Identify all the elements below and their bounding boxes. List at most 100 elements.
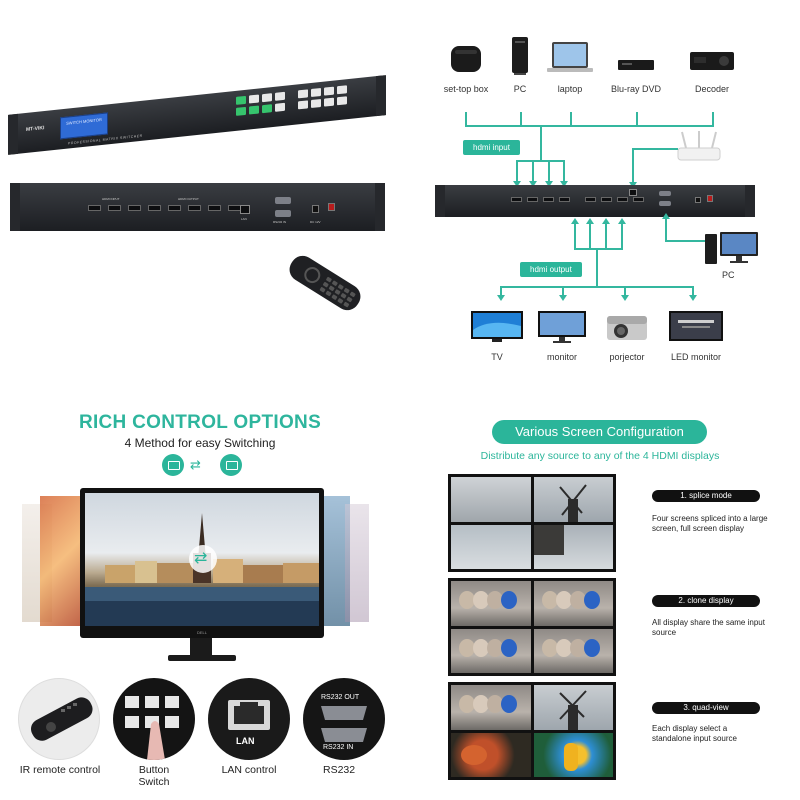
splice-mode-preview: [448, 474, 616, 572]
lcd-display: SWITCH MONITOR: [60, 112, 108, 140]
projector-icon: [607, 316, 647, 340]
led-monitor-icon: [669, 311, 723, 341]
quad-cell: [451, 732, 531, 777]
wire: [465, 125, 714, 127]
dc-power-jack: [695, 197, 701, 203]
bird-icon: [541, 638, 558, 657]
monitor-display: ⇄ DELL: [80, 488, 324, 638]
rs232-circle: RS232 OUT RS232 IN: [303, 678, 385, 760]
power-switch: [328, 203, 335, 211]
hdmi-out-port: [585, 197, 596, 202]
swap-arrows-icon: ⇄: [190, 457, 201, 472]
hdmi-in-port: [148, 205, 161, 211]
output-button-pad: [298, 85, 347, 110]
clone-cell: [451, 581, 531, 626]
bird-icon: [555, 591, 572, 609]
pc-label: PC: [722, 270, 735, 280]
swap-overlay-icon: ⇄: [189, 545, 217, 573]
monitor-icon: [220, 454, 242, 476]
source-label: laptop: [557, 84, 583, 94]
wire: [692, 286, 694, 296]
hdmi-in-port: [527, 197, 538, 202]
ghost-image-left: [40, 496, 80, 626]
wire: [621, 223, 623, 249]
screen-config-title: Various Screen Configuration: [492, 420, 707, 444]
ir-remote-icon: [30, 697, 93, 741]
arrow-up-icon: [571, 218, 579, 224]
wire: [574, 223, 576, 249]
arrow-down-icon: [560, 181, 568, 187]
lan-port: [240, 205, 250, 214]
clone-cell: [533, 581, 613, 626]
bird-icon: [541, 591, 558, 609]
rich-control-panel: RICH CONTROL OPTIONS 4 Method for easy S…: [0, 400, 400, 800]
screen-config-subtitle: Distribute any source to any of the 4 HD…: [480, 450, 720, 462]
power-label: DC 12V: [310, 220, 321, 224]
arrow-down-icon: [497, 295, 505, 301]
clone-cell: [451, 628, 531, 673]
arrow-down-icon: [513, 181, 521, 187]
control-subtitle: 4 Method for easy Switching: [124, 436, 276, 450]
bird-icon: [473, 638, 489, 657]
mode-description: Each display select a standalone input s…: [652, 724, 737, 743]
lan-port-text: LAN: [236, 736, 255, 746]
bird-icon: [459, 638, 475, 657]
lan-port-label: LAN: [241, 217, 247, 221]
hdmi-input-label: HDMI INPUT: [102, 197, 120, 201]
laptop-icon: [547, 42, 593, 72]
wire: [624, 286, 626, 296]
screen-configuration-panel: Various Screen Configuration Distribute …: [400, 400, 800, 800]
wire: [632, 148, 634, 184]
bird-icon: [487, 638, 503, 657]
splice-cell: [451, 524, 531, 569]
source-device: set-top box: [440, 42, 492, 94]
display-label: TV: [491, 352, 503, 362]
source-device: laptop: [542, 40, 598, 94]
rs232-label: RS232 IN: [273, 220, 287, 224]
ghost-image-right: [345, 504, 369, 622]
set-top-box-icon: [451, 46, 481, 72]
rack-ear-right: [376, 75, 386, 117]
hdmi-out-port: [168, 205, 181, 211]
wire: [665, 218, 667, 240]
bluray-player-icon: [618, 60, 654, 70]
parrot-icon: [563, 742, 578, 771]
source-device: Blu-ray DVD: [606, 50, 666, 94]
rs232-out-connector: [659, 191, 671, 196]
button-panel-icon: [125, 696, 179, 760]
splice-cell: [533, 477, 613, 522]
rs232-in-text: RS232 IN: [323, 744, 354, 751]
hdmi-in-port: [88, 205, 101, 211]
windmill-base: [533, 524, 564, 555]
hdmi-out-port: [617, 197, 628, 202]
arrow-down-icon: [545, 181, 553, 187]
wire: [520, 112, 522, 126]
red-panda-icon: [461, 744, 487, 765]
bird-icon: [569, 591, 586, 609]
power-switch: [707, 195, 713, 202]
display-device: TV: [468, 310, 526, 362]
wire: [596, 248, 598, 286]
bird-icon: [555, 638, 572, 657]
hdmi-in-port: [128, 205, 141, 211]
bird-icon: [583, 591, 600, 609]
lan-control-circle: LAN: [208, 678, 290, 760]
arrow-up-icon: [586, 218, 594, 224]
bird-icon: [487, 695, 503, 713]
wire: [636, 112, 638, 126]
bird-icon: [459, 591, 475, 609]
wire: [589, 223, 591, 249]
wire: [605, 223, 607, 249]
clone-cell: [533, 628, 613, 673]
wire: [500, 286, 502, 296]
rs232-in-connector: [275, 210, 291, 217]
tv-icon: [471, 311, 523, 342]
rs232-out-connector: [275, 197, 291, 204]
wire: [562, 286, 564, 296]
lan-port-icon: [228, 700, 270, 730]
wire: [516, 160, 564, 162]
bird-icon: [473, 591, 489, 609]
rack-ear-left: [8, 113, 18, 155]
hdmi-in-port: [108, 205, 121, 211]
arrow-up-icon: [662, 213, 670, 219]
